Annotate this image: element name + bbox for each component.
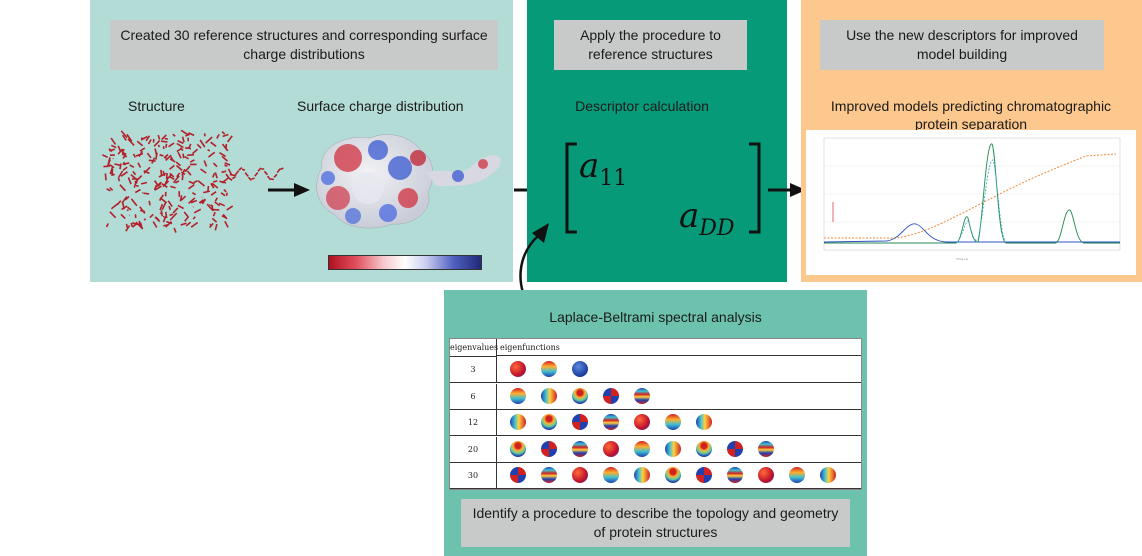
panel3-header: Use the new descriptors for improved mod… — [820, 20, 1104, 70]
eigenvalue-cell: 6 — [450, 383, 497, 409]
eigenvalues-header: eigenvalues — [450, 339, 498, 357]
eigenvalue-cell: 12 — [450, 410, 497, 435]
eigenfunction-sphere-icon — [696, 467, 712, 483]
descriptor-panel: Apply the procedure to reference structu… — [527, 0, 787, 282]
panel2-header: Apply the procedure to reference structu… — [554, 20, 747, 70]
matrix-top-sub: 11 — [599, 165, 628, 191]
svg-text:Time (s): Time (s) — [955, 257, 968, 261]
eigenfunction-sphere-icon — [510, 414, 526, 430]
eigenfunction-sphere-icon — [572, 467, 588, 483]
eigenfunction-sphere-icon — [603, 440, 619, 457]
eigenfunction-sphere-icon — [603, 467, 619, 483]
eigenfunction-sphere-icon — [665, 440, 681, 457]
eigenfunction-sphere-icon — [634, 387, 650, 404]
eigenfunction-sphere-icon — [541, 387, 557, 404]
eigenfunction-sphere-icon — [541, 440, 557, 457]
eigenfunction-sphere-icon — [603, 414, 619, 430]
eigenfunction-sphere-icon — [634, 414, 650, 430]
eigenfunction-sphere-icon — [696, 414, 712, 430]
chromatogram-svg: Time (s) — [823, 137, 1121, 261]
eigenvalue-cell: 3 — [450, 357, 497, 382]
matrix-element-top: a11 — [579, 146, 627, 199]
charge-color-bar — [328, 255, 482, 270]
matrix-bottom-var: a — [679, 196, 700, 236]
eigenfunction-sphere-icon — [634, 467, 650, 483]
eigenfunction-sphere-icon — [572, 387, 588, 404]
eigen-row: 30 — [450, 463, 861, 489]
eigenvalue-cell: 30 — [450, 463, 497, 488]
eigenfunction-sphere-icon — [541, 414, 557, 430]
chromatogram-plot: Time (s) — [806, 130, 1136, 275]
structure-label: Structure — [128, 98, 185, 114]
eigenfunction-sphere-icon — [572, 440, 588, 457]
eigenfunctions-header: eigenfunctions — [496, 339, 861, 356]
eigenfunction-sphere-icon — [603, 387, 619, 404]
eigenfunction-sphere-icon — [510, 361, 526, 377]
eigenfunction-sphere-icon — [727, 467, 743, 483]
matrix-element-bottom: aDD — [679, 196, 735, 249]
eigenfunction-sphere-icon — [510, 467, 526, 483]
surface-charge-blob — [316, 134, 501, 229]
matrix-top-var: a — [579, 146, 600, 186]
laplace-beltrami-label: Laplace-Beltrami spectral analysis — [549, 309, 762, 325]
arrow-structure-to-charge — [268, 183, 310, 197]
descriptor-calculation-label: Descriptor calculation — [575, 98, 709, 114]
model-building-panel: Use the new descriptors for improved mod… — [801, 0, 1142, 282]
reference-structures-panel: Created 30 reference structures and corr… — [90, 0, 513, 282]
improved-models-label: Improved models predicting chromatograph… — [830, 98, 1112, 132]
eigenfunction-sphere-icon — [572, 414, 588, 430]
matrix-bottom-sub: DD — [699, 215, 735, 241]
eigenfunction-sphere-icon — [541, 361, 557, 377]
eigenfunction-sphere-icon — [758, 467, 774, 483]
eigenfunction-sphere-icon — [665, 467, 681, 483]
eigenfunction-sphere-icon — [758, 440, 774, 457]
eigenfunction-sphere-icon — [510, 387, 526, 404]
eigenvalue-cell: 20 — [450, 436, 497, 462]
eigenfunction-sphere-icon — [727, 440, 743, 457]
eigenfunction-sphere-icon — [696, 440, 712, 457]
panel1-header: Created 30 reference structures and corr… — [110, 20, 498, 70]
eigenfunction-sphere-icon — [634, 440, 650, 457]
protein-stick-structure — [102, 129, 284, 233]
charge-distribution-label: Surface charge distribution — [297, 98, 464, 114]
descriptor-matrix — [565, 142, 761, 234]
eigen-row: 6 — [450, 383, 861, 410]
eigenfunction-sphere-icon — [820, 467, 836, 483]
arrow-descriptor-to-model — [768, 183, 806, 197]
eigen-row: 12 — [450, 410, 861, 436]
eigenfunction-sphere-icon — [789, 467, 805, 483]
eigen-row: 20 — [450, 436, 861, 463]
eigenfunction-sphere-icon — [665, 414, 681, 430]
eigenfunction-sphere-icon — [541, 467, 557, 483]
eigenfunction-sphere-icon — [572, 361, 588, 377]
eigenfunction-sphere-icon — [510, 440, 526, 457]
eigen-row: 3 — [450, 357, 861, 383]
panel4-footer: Identify a procedure to describe the top… — [461, 499, 850, 547]
